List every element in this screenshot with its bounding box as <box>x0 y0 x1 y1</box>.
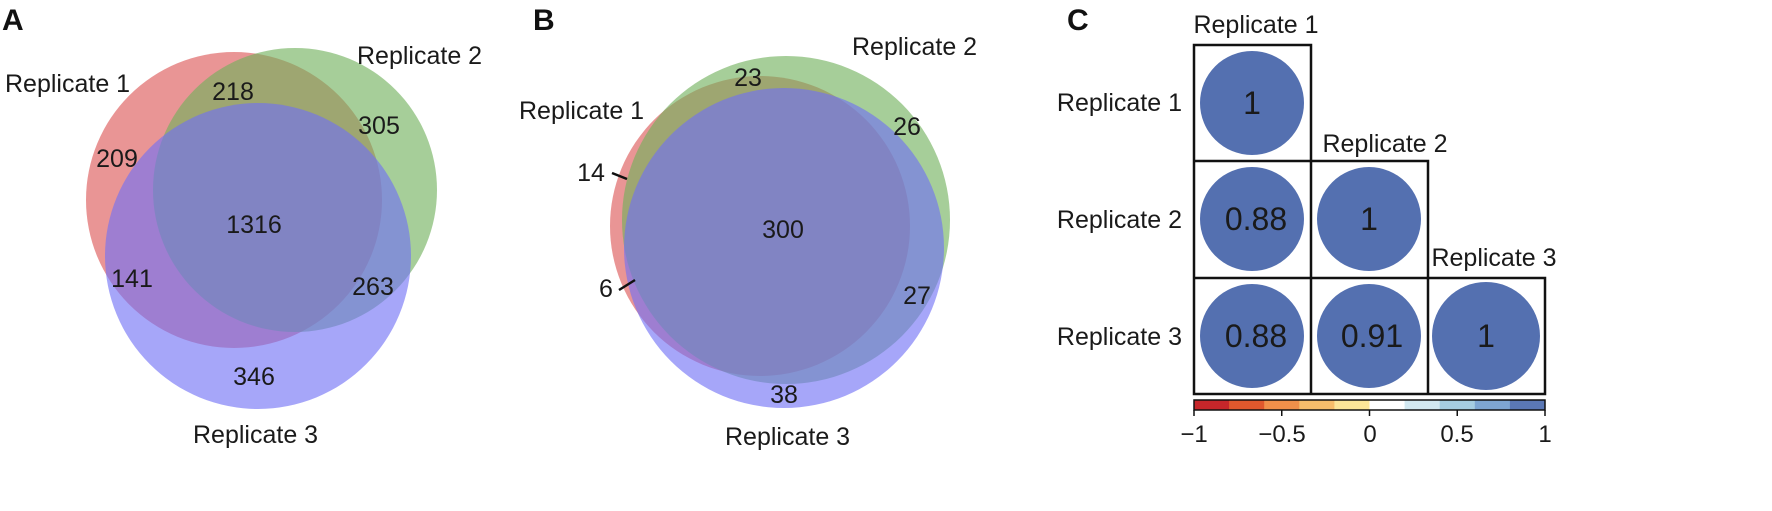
venn-b-circle-replicate-3 <box>624 88 944 408</box>
panel-b-letter: B <box>533 4 555 37</box>
venn-b-count-only-1: 14 <box>577 159 605 187</box>
colorbar-tick-label-5: 1 <box>1538 421 1551 448</box>
corr-row-label-1: Replicate 1 <box>1057 89 1182 117</box>
colorbar-segments <box>1194 400 1546 410</box>
panel-a-letter: A <box>2 4 24 37</box>
venn-a-label-replicate-1: Replicate 1 <box>5 70 130 98</box>
venn-a-count-1-2: 218 <box>212 78 254 106</box>
venn-a-count-only-3: 346 <box>233 363 275 391</box>
venn-b-leader-1-3 <box>618 278 636 292</box>
colorbar-segment <box>1194 400 1230 410</box>
colorbar-segment <box>1474 400 1511 410</box>
corr-col-label-3: Replicate 3 <box>1431 244 1556 272</box>
venn-b-leader-only-1 <box>611 171 628 181</box>
venn-b-count-only-3: 38 <box>770 381 798 409</box>
colorbar-segment <box>1509 400 1546 410</box>
colorbar-ticks <box>1193 410 1546 416</box>
colorbar-segment <box>1264 400 1300 410</box>
colorbar-segment <box>1404 400 1441 410</box>
venn-a-count-all: 1316 <box>226 211 282 239</box>
panel-c-letter: C <box>1067 4 1089 37</box>
venn-b-count-all: 300 <box>762 216 804 244</box>
corr-col-label-2: Replicate 2 <box>1322 130 1447 158</box>
venn-b-label-replicate-1: Replicate 1 <box>519 97 644 125</box>
corr-grid <box>1192 43 1547 396</box>
corr-circle-r2-c1 <box>1200 167 1304 271</box>
venn-a-count-only-2: 305 <box>358 112 400 140</box>
corr-value-r2-c2: 1 <box>1360 201 1378 237</box>
venn-a-count-1-3: 141 <box>111 265 153 293</box>
venn-a-label-replicate-2: Replicate 2 <box>357 42 482 70</box>
corr-matrix: 1 0.88 1 0.88 0.91 1 <box>1192 43 1547 396</box>
venn-b-count-only-2: 26 <box>893 113 921 141</box>
venn-b-label-replicate-2: Replicate 2 <box>852 33 977 61</box>
corr-circle-r2-c2 <box>1317 167 1421 271</box>
venn-a <box>86 48 437 409</box>
corr-value-r3-c3: 1 <box>1477 318 1495 354</box>
venn-b-count-1-3: 6 <box>599 275 613 303</box>
corr-circle-r1-c1 <box>1200 51 1304 155</box>
corr-value-r2-c1: 0.88 <box>1225 201 1287 237</box>
colorbar-segment <box>1229 400 1265 410</box>
corr-value-r1-c1: 1 <box>1243 85 1261 121</box>
colorbar-segment <box>1439 400 1476 410</box>
colorbar-segment <box>1299 400 1335 410</box>
venn-b-count-2-3: 27 <box>903 282 931 310</box>
colorbar-segment <box>1334 400 1370 410</box>
venn-b-count-1-2: 23 <box>734 64 762 92</box>
venn-a-circle-replicate-3 <box>105 103 411 409</box>
colorbar-tick-label-1: −1 <box>1180 421 1207 448</box>
colorbar <box>1193 399 1546 416</box>
venn-a-label-replicate-3: Replicate 3 <box>193 421 318 449</box>
venn-a-count-2-3: 263 <box>352 273 394 301</box>
corr-row-label-2: Replicate 2 <box>1057 206 1182 234</box>
corr-circle-r3-c1 <box>1200 284 1304 388</box>
venn-b-label-replicate-3: Replicate 3 <box>725 423 850 451</box>
venn-b <box>610 56 950 408</box>
corr-circle-r3-c3 <box>1432 282 1540 390</box>
colorbar-tick-label-2: −0.5 <box>1258 421 1305 448</box>
corr-row-label-3: Replicate 3 <box>1057 323 1182 351</box>
corr-value-r3-c1: 0.88 <box>1225 318 1287 354</box>
colorbar-tick-label-3: 0 <box>1363 421 1376 448</box>
colorbar-segment <box>1369 400 1406 410</box>
colorbar-tick-label-4: 0.5 <box>1440 421 1473 448</box>
venn-a-count-only-1: 209 <box>96 145 138 173</box>
corr-circle-r3-c2 <box>1317 284 1421 388</box>
corr-col-label-1: Replicate 1 <box>1193 11 1318 39</box>
corr-value-r3-c2: 0.91 <box>1341 318 1403 354</box>
